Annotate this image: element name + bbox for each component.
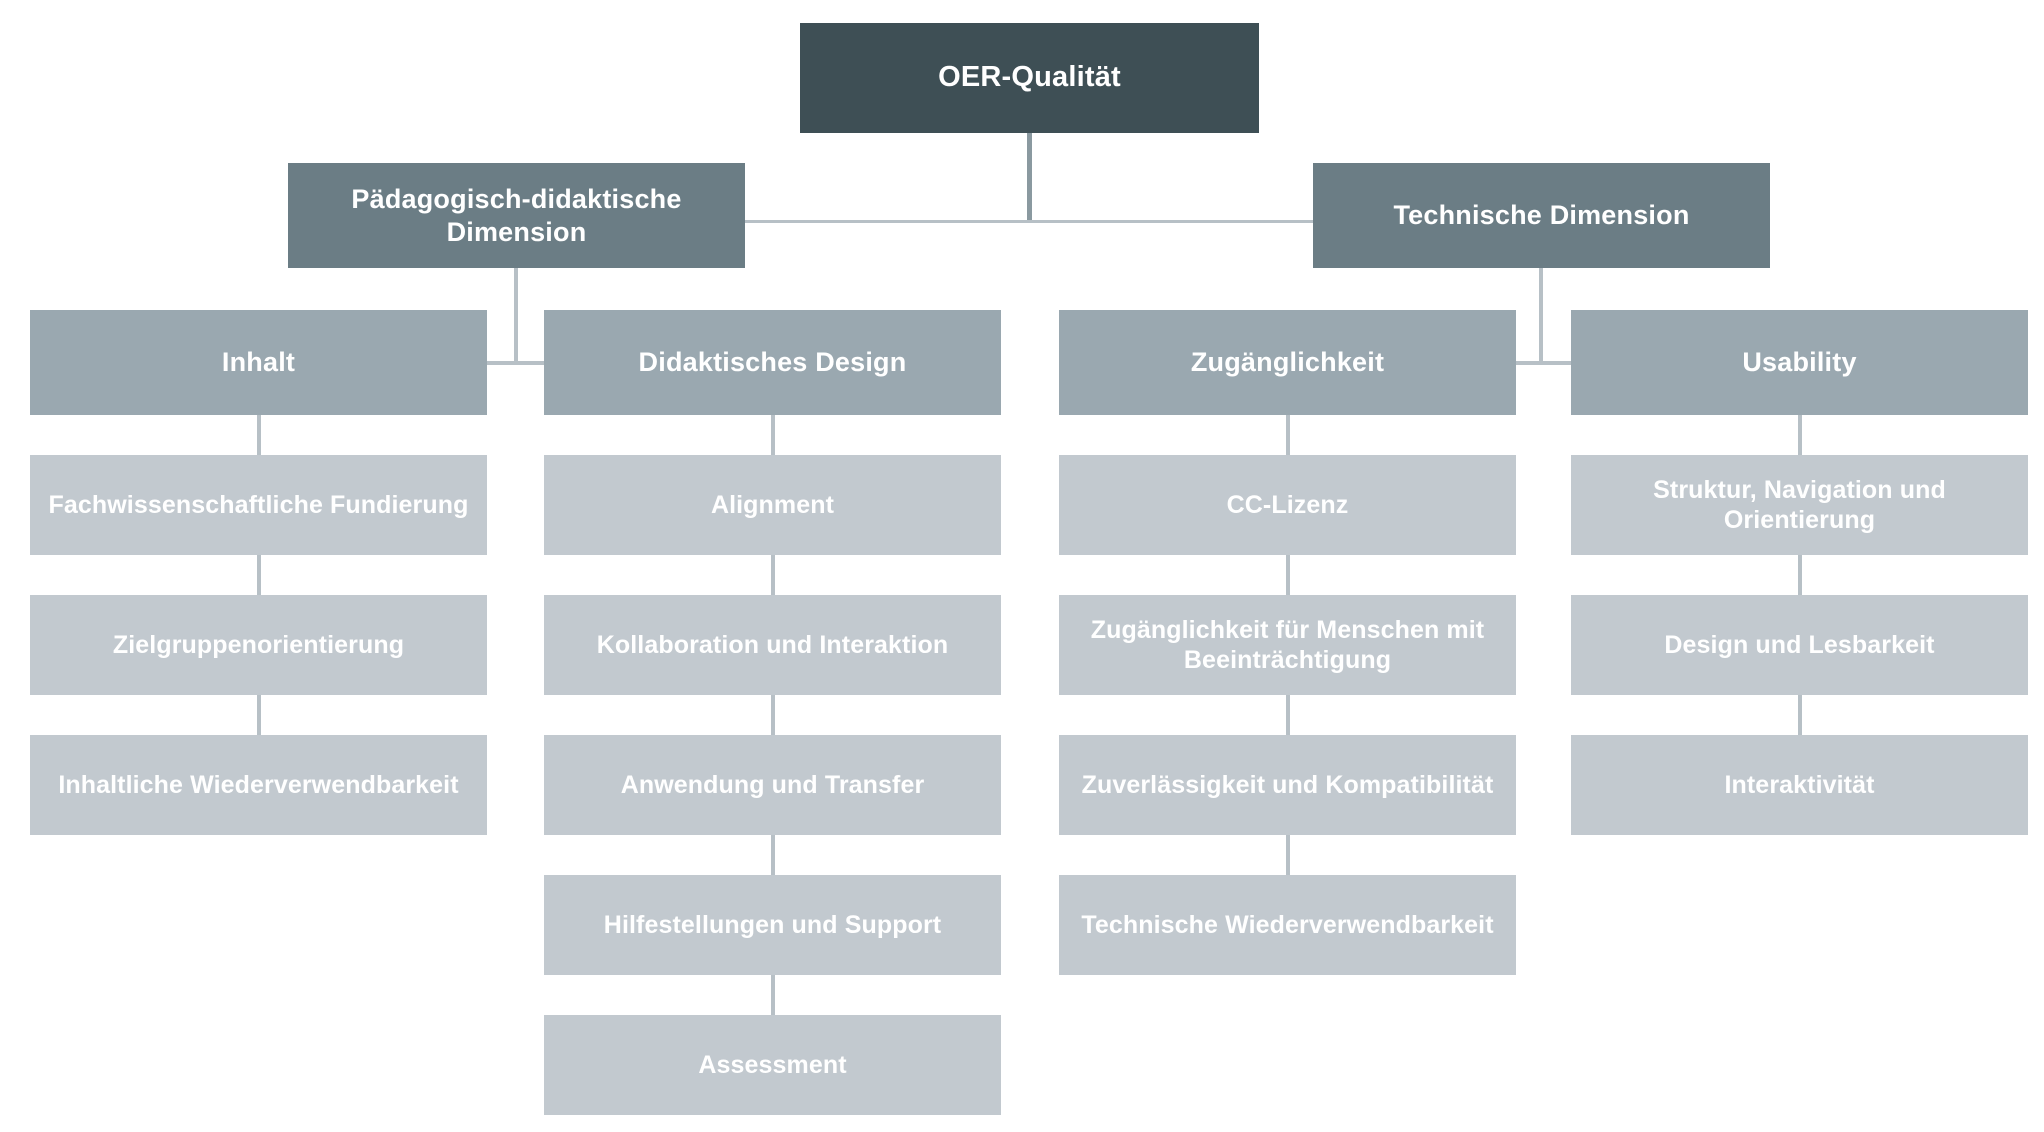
node-leaf-interaktivitaet[interactable]: Interaktivität — [1571, 735, 2028, 835]
node-leaf-zielgruppenorientierung[interactable]: Zielgruppenorientierung — [30, 595, 487, 695]
connector-col3-1 — [1286, 415, 1290, 455]
node-leaf-hilfestellungen-und-support[interactable]: Hilfestellungen und Support — [544, 875, 1001, 975]
connector-tech-stem — [1539, 268, 1543, 363]
node-dimension-paedagogisch-didaktisch[interactable]: Pädagogisch-didaktische Dimension — [288, 163, 745, 268]
connector-tech-category-bar — [1516, 361, 1572, 365]
node-category-inhalt[interactable]: Inhalt — [30, 310, 487, 415]
node-category-didaktisches-design[interactable]: Didaktisches Design — [544, 310, 1001, 415]
node-leaf-technische-wiederverwendbarkeit[interactable]: Technische Wiederverwendbarkeit — [1059, 875, 1516, 975]
connector-col4-2 — [1798, 555, 1802, 595]
node-dimension-technisch[interactable]: Technische Dimension — [1313, 163, 1770, 268]
connector-col2-2 — [771, 555, 775, 595]
connector-col3-3 — [1286, 695, 1290, 735]
node-leaf-assessment[interactable]: Assessment — [544, 1015, 1001, 1115]
connector-root-stem — [1027, 133, 1032, 222]
node-leaf-design-und-lesbarkeit[interactable]: Design und Lesbarkeit — [1571, 595, 2028, 695]
connector-col4-3 — [1798, 695, 1802, 735]
connector-col1-2 — [257, 555, 261, 595]
node-leaf-fachwissenschaftliche-fundierung[interactable]: Fachwissenschaftliche Fundierung — [30, 455, 487, 555]
connector-col1-3 — [257, 695, 261, 735]
connector-col4-1 — [1798, 415, 1802, 455]
connector-col3-4 — [1286, 835, 1290, 875]
connector-col1-1 — [257, 415, 261, 455]
node-category-zugaenglichkeit[interactable]: Zugänglichkeit — [1059, 310, 1516, 415]
node-leaf-zugaenglichkeit-fuer-menschen-mit-beeintraechtigung[interactable]: Zugänglichkeit für Menschen mit Beeinträ… — [1059, 595, 1516, 695]
node-leaf-alignment[interactable]: Alignment — [544, 455, 1001, 555]
connector-col2-1 — [771, 415, 775, 455]
connector-col3-2 — [1286, 555, 1290, 595]
connector-col2-3 — [771, 695, 775, 735]
node-leaf-anwendung-und-transfer[interactable]: Anwendung und Transfer — [544, 735, 1001, 835]
node-leaf-zuverlaessigkeit-und-kompatibilitaet[interactable]: Zuverlässigkeit und Kompatibilität — [1059, 735, 1516, 835]
node-leaf-inhaltliche-wiederverwendbarkeit[interactable]: Inhaltliche Wiederverwendbarkeit — [30, 735, 487, 835]
connector-col2-4 — [771, 835, 775, 875]
node-leaf-kollaboration-und-interaktion[interactable]: Kollaboration und Interaktion — [544, 595, 1001, 695]
node-root-oer-qualitaet[interactable]: OER-Qualität — [800, 23, 1259, 133]
node-leaf-cc-lizenz[interactable]: CC-Lizenz — [1059, 455, 1516, 555]
connector-paed-category-bar — [487, 361, 544, 365]
connector-paed-stem — [514, 268, 518, 363]
node-leaf-struktur-navigation-und-orientierung[interactable]: Struktur, Navigation und Orientierung — [1571, 455, 2028, 555]
connector-dimension-bar — [744, 220, 1314, 223]
node-category-usability[interactable]: Usability — [1571, 310, 2028, 415]
connector-col2-5 — [771, 975, 775, 1015]
